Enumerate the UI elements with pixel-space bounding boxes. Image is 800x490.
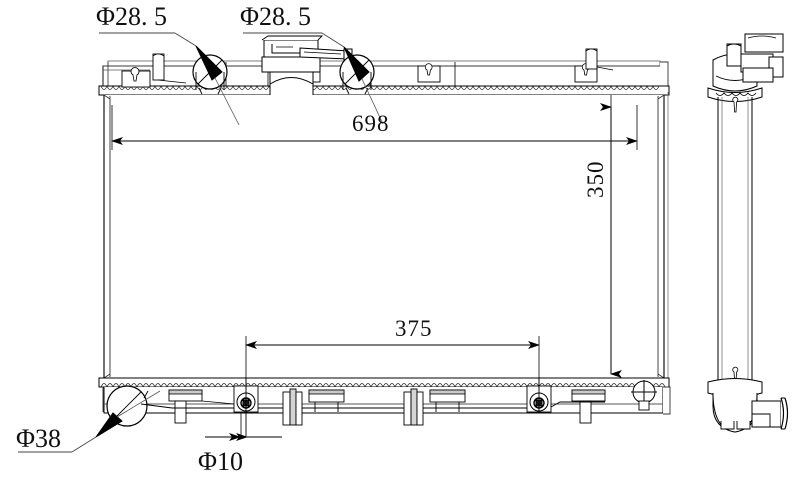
bracket-plate-top-left bbox=[121, 67, 151, 88]
dim-label-outlet: Φ38 bbox=[16, 424, 62, 453]
dim-label-pin-spacing: 375 bbox=[395, 316, 433, 341]
dim-pin-spacing bbox=[245, 336, 540, 390]
dim-label-core-width: 698 bbox=[352, 111, 390, 136]
side-bottom-tank bbox=[707, 378, 789, 433]
clip-bottom-1 bbox=[282, 388, 303, 426]
top-crimp-strip bbox=[98, 85, 670, 96]
bottom-tank-fittings bbox=[168, 378, 657, 437]
leader-outlet bbox=[18, 390, 161, 453]
dim-label-pin-diameter: Φ10 bbox=[198, 447, 244, 476]
radiator-core bbox=[103, 92, 669, 380]
dim-core-width bbox=[111, 105, 638, 150]
pipe-stub-top-left bbox=[152, 53, 187, 84]
side-top-tank bbox=[707, 33, 784, 102]
bottom-crimp-strip bbox=[98, 377, 670, 388]
side-view bbox=[707, 33, 789, 433]
mount-pin-left bbox=[233, 378, 259, 437]
bracket-bottom-3 bbox=[429, 389, 466, 412]
drain-plug bbox=[631, 380, 657, 411]
clip-bottom-2 bbox=[403, 388, 424, 426]
front-view bbox=[98, 35, 671, 437]
pipe-stub-top-right bbox=[585, 48, 614, 71]
dimensions bbox=[18, 32, 638, 453]
bracket-bottom-4 bbox=[571, 389, 606, 424]
bracket-bottom-2 bbox=[308, 389, 345, 412]
dim-label-inlet-left: Φ28. 5 bbox=[96, 2, 168, 31]
dim-label-core-height: 350 bbox=[583, 160, 608, 199]
top-tank bbox=[102, 60, 669, 89]
bracket-bottom-1 bbox=[168, 389, 203, 424]
mount-tab-top-mid2 bbox=[417, 63, 441, 83]
leader-inlet-right bbox=[243, 32, 384, 125]
side-core bbox=[717, 96, 753, 382]
leader-inlet-left bbox=[99, 32, 240, 126]
dim-label-inlet-right: Φ28. 5 bbox=[240, 2, 312, 31]
